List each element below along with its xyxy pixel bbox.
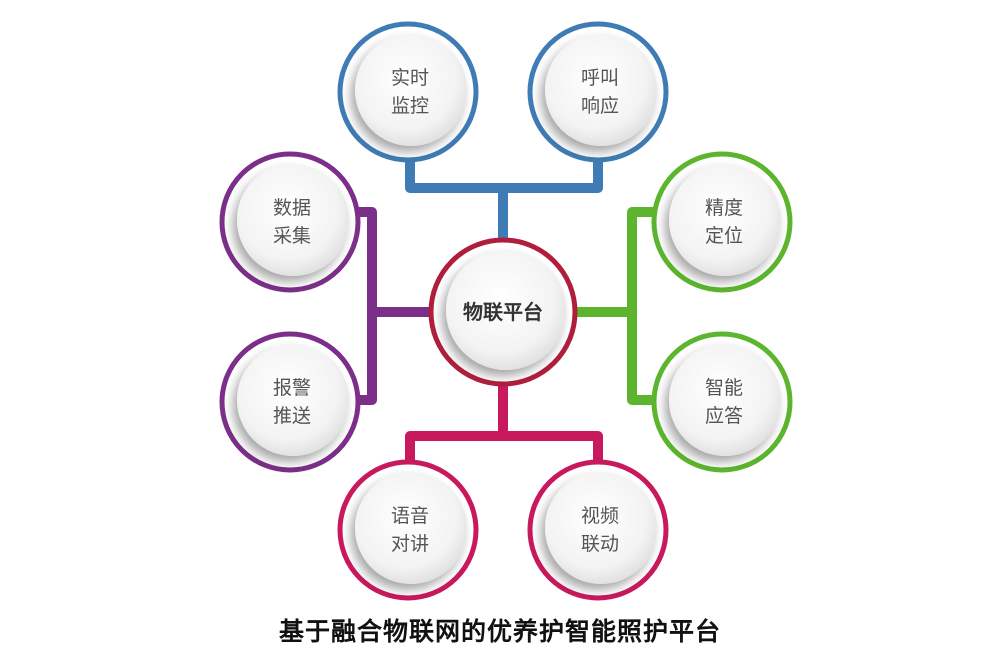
node-label-line: 推送 [273, 405, 311, 427]
node-label-line: 实时 [391, 67, 429, 89]
node-disc [355, 34, 467, 146]
connector-mid-left-upper [345, 207, 443, 317]
node-label-line: 报警 [273, 377, 311, 399]
node-label-line: 联动 [581, 533, 619, 555]
node-label-line: 语音 [391, 505, 429, 527]
node-label-line: 精度 [705, 197, 743, 219]
node-label-line: 呼叫 [581, 67, 619, 89]
node-label-line: 采集 [273, 225, 311, 247]
connector-top-left [405, 145, 508, 253]
node-disc [237, 344, 349, 456]
node-disc [545, 34, 657, 146]
node-label-line: 对讲 [391, 533, 429, 555]
node-label-line: 响应 [581, 95, 619, 117]
node-label-line: 智能 [705, 377, 743, 399]
node-disc [355, 472, 467, 584]
center-disc [446, 250, 566, 370]
node-disc [669, 344, 781, 456]
node-disc [669, 164, 781, 276]
diagram-caption: 基于融合物联网的优养护智能照护平台 [278, 617, 721, 646]
connector-mid-right-upper [561, 207, 661, 317]
connector-bottom-left [405, 373, 508, 480]
node-label-line: 应答 [705, 405, 743, 427]
connector-top-right [498, 145, 603, 193]
node-label-line: 视频 [581, 505, 619, 527]
connector-lines [345, 145, 661, 480]
node-disc [237, 164, 349, 276]
node-label-line: 定位 [705, 225, 743, 247]
center-label: 物联平台 [463, 300, 543, 324]
center-node-iot-platform: 物联平台 [428, 237, 578, 387]
node-disc [545, 472, 657, 584]
connector-mid-right-lower [627, 307, 661, 405]
node-label-line: 监控 [391, 95, 429, 117]
node-label-line: 数据 [273, 197, 311, 219]
